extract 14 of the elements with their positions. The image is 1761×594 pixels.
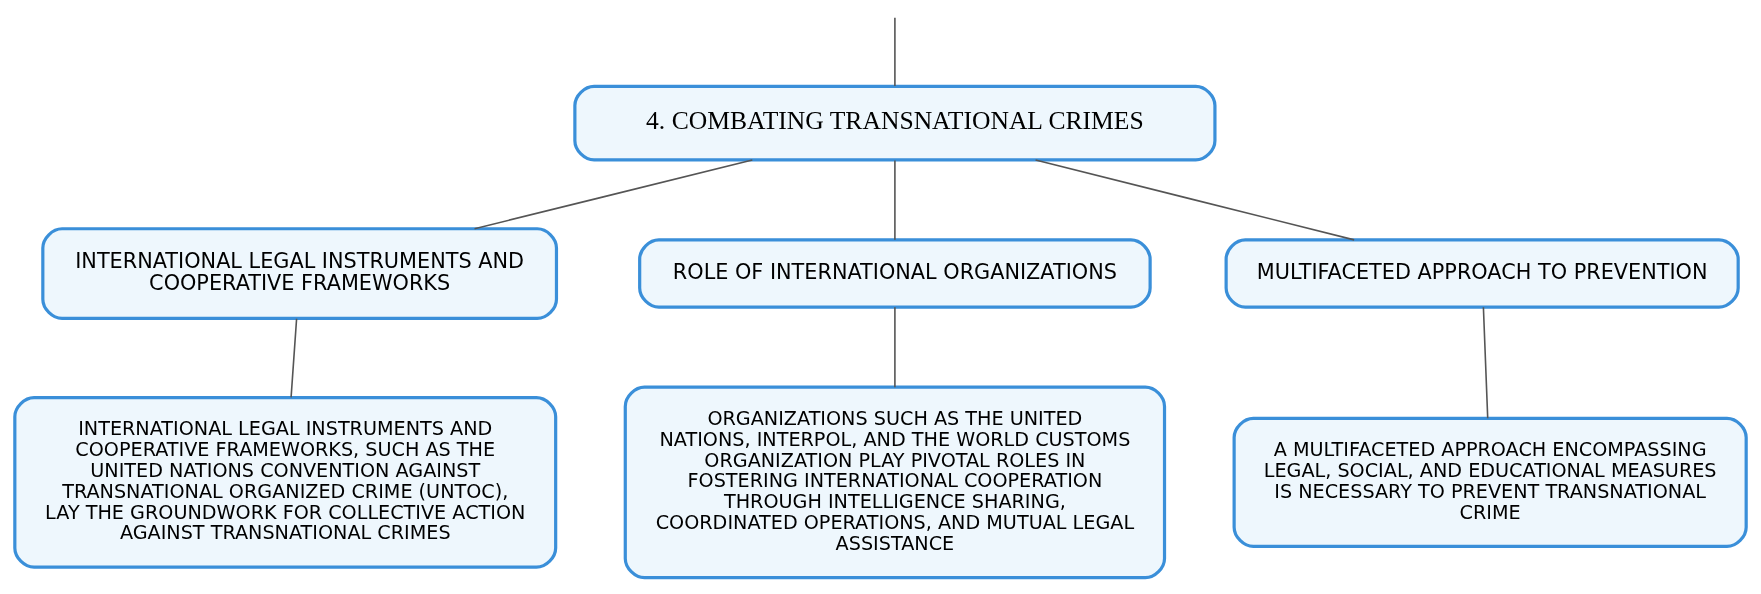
connector: [290, 317, 298, 399]
connector: [894, 159, 896, 241]
node-box: INTERNATIONAL LEGAL INSTRUMENTS AND COOPERATIVE FRAMEWORKS: [41, 227, 559, 320]
connector: [473, 159, 754, 230]
node-box: A MULTIFACETED APPROACH ENCOMPASSING LEGAL, SOCIAL, AND EDUCATIONAL MEASURES IS NECESSARY TO PREVENT TRANSNATIONAL CRIME: [1232, 416, 1748, 548]
node-box: ORGANIZATIONS SUCH AS THE UNITED NATIONS, INTERPOL, AND THE WORLD CUSTOMS ORGANIZATION PLAY PIVOTAL ROLES IN FOSTERING INTERNATIONAL COOPERATION THROUGH INTELLIGENCE SHARING, COORDINATED OPERATIONS, AND MUTUAL LEGAL ASSISTANCE: [623, 385, 1167, 580]
connector: [894, 16, 896, 87]
connector: [1482, 306, 1489, 420]
node-box: MULTIFACETED APPROACH TO PREVENTION: [1224, 238, 1740, 309]
node-box: 4. COMBATING TRANSNATIONAL CRIMES: [573, 84, 1217, 162]
node-box: INTERNATIONAL LEGAL INSTRUMENTS AND COOPERATIVE FRAMEWORKS, SUCH AS THE UNITED NATIONS CONVENTION AGAINST TRANSNATIONAL ORGANIZED CRIME (UNTOC), LAY THE GROUNDWORK FOR COLLECTIVE ACTION AGAINST TRANSNATIONAL CRIMES: [13, 395, 558, 569]
connector: [894, 306, 896, 388]
node-box: ROLE OF INTERNATIONAL ORGANIZATIONS: [638, 238, 1152, 309]
connector: [1034, 159, 1355, 241]
